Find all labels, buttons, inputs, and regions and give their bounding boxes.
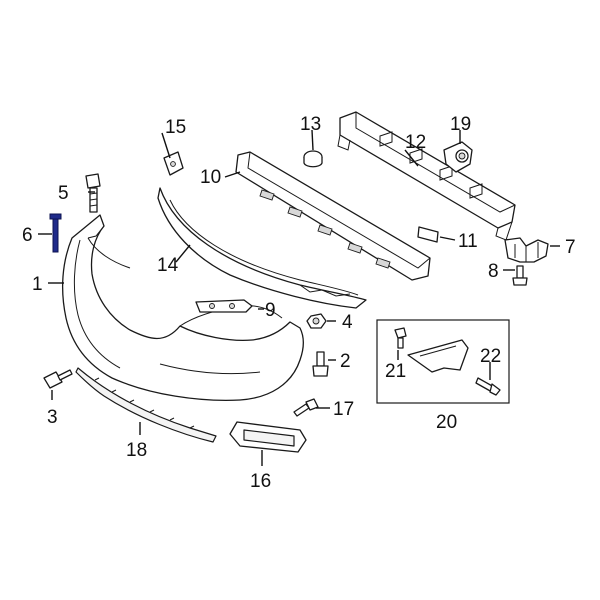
part-20-kit-box — [376, 319, 510, 404]
part-12-reinforcement-bar[interactable] — [337, 111, 516, 241]
part-4-nut[interactable] — [306, 313, 327, 329]
part-7-side-bracket[interactable] — [504, 237, 549, 263]
part-8-screw[interactable] — [512, 265, 528, 286]
callout-6: 6 — [22, 225, 33, 246]
part-9-trim-piece[interactable] — [195, 299, 253, 313]
callout-2: 2 — [340, 351, 351, 372]
callout-9: 9 — [265, 300, 276, 321]
callout-15: 15 — [165, 117, 186, 138]
part-2-bolt[interactable] — [312, 351, 329, 377]
callout-1: 1 — [32, 274, 43, 295]
part-16-fog-lamp-cover[interactable] — [229, 421, 307, 453]
leader-lines — [38, 129, 560, 466]
part-15-bracket[interactable] — [163, 151, 184, 176]
callout-17: 17 — [333, 399, 354, 420]
callout-22: 22 — [480, 346, 501, 367]
part-5-bolt[interactable] — [85, 173, 101, 213]
part-6-highlighted-clip[interactable] — [49, 213, 62, 253]
part-1-bumper-cover[interactable] — [61, 214, 305, 401]
callout-14: 14 — [157, 255, 179, 276]
callout-20: 20 — [436, 412, 457, 433]
callout-3: 3 — [47, 407, 58, 428]
callout-8: 8 — [488, 261, 499, 282]
callout-19: 19 — [450, 114, 471, 135]
part-14-lower-deflector[interactable] — [157, 187, 367, 309]
callout-4: 4 — [342, 312, 353, 333]
callout-5: 5 — [58, 183, 69, 204]
part-19-sensor[interactable] — [443, 141, 473, 173]
callout-21: 21 — [385, 361, 406, 382]
callout-18: 18 — [126, 440, 147, 461]
callout-13: 13 — [300, 114, 321, 135]
callout-10: 10 — [200, 167, 221, 188]
part-13-bumper-stop[interactable] — [303, 150, 323, 168]
part-11-pad[interactable] — [417, 226, 439, 243]
part-3-screw[interactable] — [43, 369, 73, 389]
callout-16: 16 — [250, 471, 271, 492]
part-21-bracket-with-screw[interactable] — [394, 327, 469, 373]
callout-12: 12 — [405, 132, 426, 153]
part-10-energy-absorber[interactable] — [235, 151, 431, 281]
callout-7: 7 — [565, 237, 576, 258]
callout-labels: 1 2 3 4 5 6 7 8 9 10 11 12 13 14 15 16 1… — [22, 114, 576, 492]
part-22-clip[interactable] — [475, 377, 501, 396]
part-18-lower-trim[interactable] — [75, 367, 217, 443]
part-17-screw[interactable] — [293, 398, 319, 417]
callout-11: 11 — [458, 231, 478, 252]
